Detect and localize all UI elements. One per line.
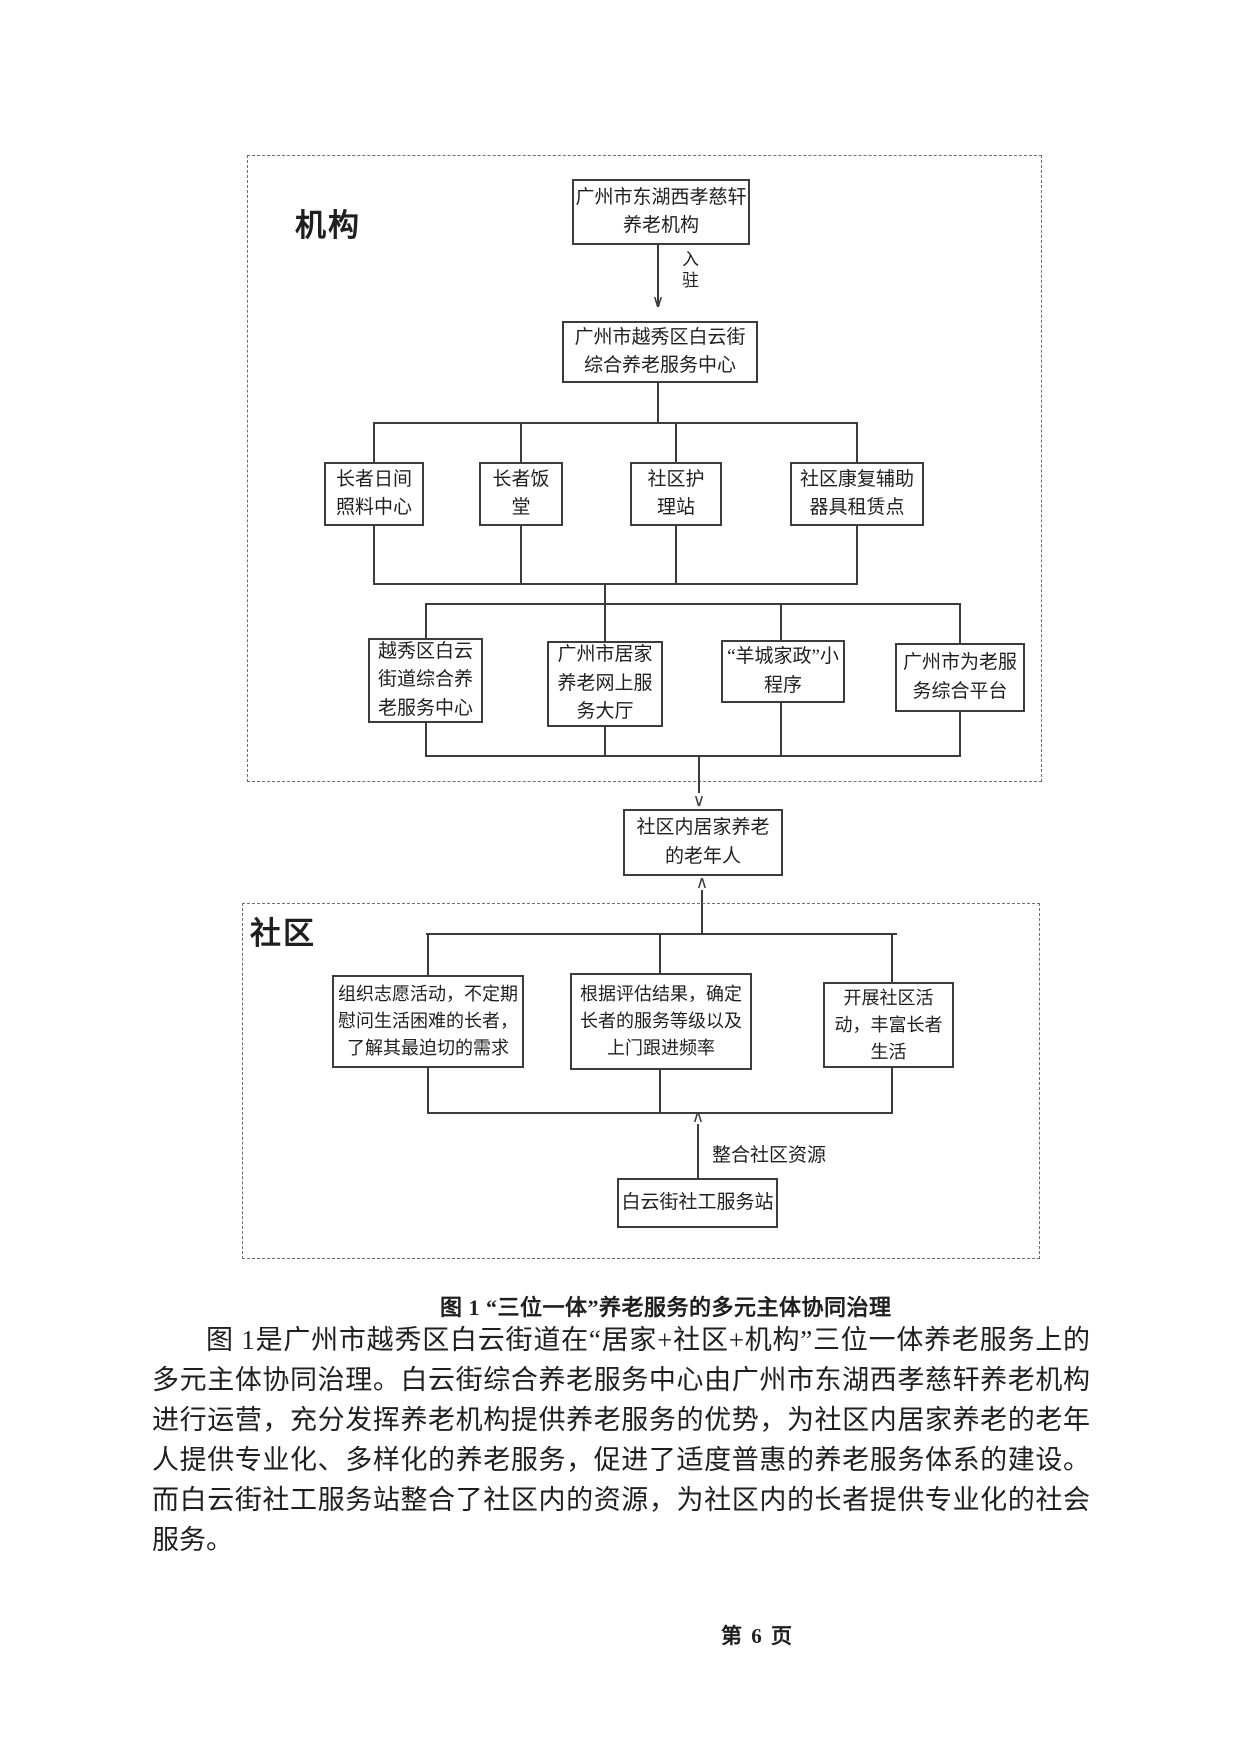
node-rehab-rental: 社区康复辅助器具租赁点 xyxy=(790,462,924,526)
connector-row2-top-bus xyxy=(425,603,961,605)
connector-row2-bottom-bus xyxy=(425,755,961,757)
connector-institution-to-elderly xyxy=(698,755,700,793)
connector-activity-down xyxy=(891,1066,893,1114)
connector-to-mini-program xyxy=(780,603,782,642)
arrowhead-down-icon: ∨ xyxy=(651,292,665,311)
community-section-label: 社区 xyxy=(250,916,316,951)
body-paragraph: 图 1是广州市越秀区白云街道在“居家+社区+机构”三位一体养老服务上的多元主体协… xyxy=(152,1325,1090,1555)
edge-label-integrate-resources: 整合社区资源 xyxy=(712,1145,827,1166)
node-mini-program: “羊城家政”小程序 xyxy=(721,640,845,703)
connector-to-activity xyxy=(891,933,893,984)
community-section-frame xyxy=(242,903,1040,1259)
node-home-elderly: 社区内居家养老的老年人 xyxy=(623,809,783,876)
connector-to-rehab xyxy=(856,422,858,462)
connector-community-to-elderly xyxy=(701,890,703,935)
connector-elder-platform-down xyxy=(959,710,961,757)
node-service-center: 广州市越秀区白云街综合养老服务中心 xyxy=(562,321,758,383)
node-community-activity: 开展社区活动，丰富长者生活 xyxy=(823,982,954,1068)
figure-caption: 图 1 “三位一体”养老服务的多元主体协同治理 xyxy=(440,1295,892,1320)
connector-assessment-down xyxy=(659,1068,661,1114)
node-day-care: 长者日间照料中心 xyxy=(324,462,424,526)
connector-operator-to-center xyxy=(657,245,659,305)
connector-day-care-down xyxy=(373,526,375,585)
connector-station-up xyxy=(697,1124,699,1180)
connector-to-street-center xyxy=(425,603,427,640)
node-street-center: 越秀区白云街道综合养老服务中心 xyxy=(368,638,483,723)
edge-label-move-in: 入驻 xyxy=(679,250,698,292)
connector-to-nursing xyxy=(675,422,677,462)
connector-nursing-down xyxy=(675,526,677,585)
node-social-work-station: 白云街社工服务站 xyxy=(617,1178,778,1228)
connector-bus-to-row2 xyxy=(604,583,606,643)
connector-to-volunteer xyxy=(427,933,429,977)
page-number: 第 6 页 xyxy=(721,1624,794,1648)
arrowhead-up-icon: ∧ xyxy=(691,1107,705,1126)
node-online-hall: 广州市居家养老网上服务大厅 xyxy=(547,641,663,727)
connector-mini-program-down xyxy=(780,701,782,757)
node-nursing-station: 社区护理站 xyxy=(630,462,722,526)
connector-to-assessment xyxy=(659,933,661,975)
connector-community-top-bus xyxy=(426,933,897,935)
arrowhead-up-icon: ∧ xyxy=(695,873,709,892)
connector-online-hall-down xyxy=(604,725,606,757)
node-operator-org: 广州市东湖西孝慈轩养老机构 xyxy=(572,179,750,245)
node-elder-platform: 广州市为老服务综合平台 xyxy=(895,643,1025,712)
connector-street-center-down xyxy=(425,721,427,757)
arrowhead-down-icon: ∨ xyxy=(692,791,706,810)
connector-to-day-care xyxy=(373,422,375,462)
connector-row1-top-bus xyxy=(374,422,858,424)
connector-rehab-down xyxy=(856,526,858,585)
connector-to-elder-platform xyxy=(959,603,961,645)
connector-center-down xyxy=(657,383,659,424)
node-assessment: 根据评估结果，确定长者的服务等级以及上门跟进频率 xyxy=(570,973,752,1070)
institution-section-label: 机构 xyxy=(295,208,361,243)
node-volunteer-activity: 组织志愿活动，不定期慰问生活困难的长者，了解其最迫切的需求 xyxy=(332,975,524,1068)
connector-canteen-down xyxy=(520,526,522,585)
node-canteen: 长者饭堂 xyxy=(479,462,563,526)
connector-volunteer-down xyxy=(427,1066,429,1114)
connector-row1-bottom-bus xyxy=(374,583,858,585)
institution-section-frame xyxy=(247,155,1042,782)
connector-community-bottom-bus xyxy=(428,1112,893,1114)
connector-to-canteen xyxy=(520,422,522,462)
